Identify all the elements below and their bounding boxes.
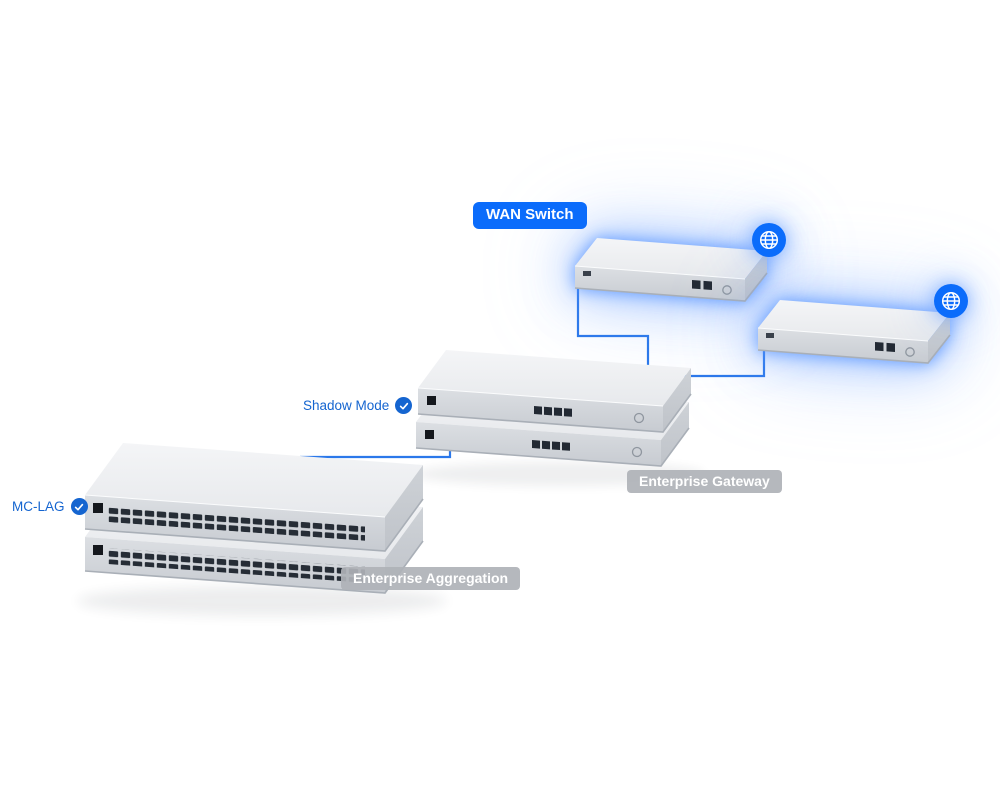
check-badge-icon xyxy=(395,397,413,414)
shadow-mode-annotation: Shadow Mode xyxy=(303,397,413,414)
link-gateway-aggregation xyxy=(300,451,452,459)
sfp-port-rows xyxy=(108,548,365,583)
enterprise-gateway-badge: Enterprise Gateway xyxy=(627,470,782,493)
chassis-top-highlight xyxy=(84,494,386,518)
chassis-right-face xyxy=(928,313,950,363)
aggregation-stack-shadow xyxy=(77,586,447,616)
chassis-bottom-edge xyxy=(757,334,951,364)
wan-switch-badge: WAN Switch xyxy=(473,202,587,229)
sfp-port-rows xyxy=(108,506,365,541)
ground-shadows xyxy=(77,462,705,616)
aggregation-1-device xyxy=(84,443,424,552)
chassis-top-face xyxy=(758,300,950,341)
chassis-right-face xyxy=(663,368,691,432)
chassis-top-highlight xyxy=(417,387,664,407)
chassis-top-highlight xyxy=(574,265,746,280)
brand-logo xyxy=(722,285,732,295)
brand-logo xyxy=(905,347,915,357)
console-port xyxy=(425,430,434,439)
chassis-bottom-edge xyxy=(84,498,424,552)
chassis-bottom-edge xyxy=(84,540,424,594)
lan-ports xyxy=(532,440,570,451)
chassis-top-face xyxy=(575,238,767,279)
chassis-front-face xyxy=(575,266,745,301)
ethernet-ports xyxy=(875,342,895,352)
status-display xyxy=(583,271,591,276)
gateway-1-device xyxy=(417,350,692,433)
chassis-top-face xyxy=(418,350,691,406)
chassis-right-face xyxy=(385,465,423,551)
globe-icon-1 xyxy=(752,223,786,257)
ethernet-ports xyxy=(692,280,712,290)
link-wan2-gateway xyxy=(666,346,766,378)
console-port xyxy=(427,396,436,405)
link-wan1-gateway xyxy=(576,285,650,372)
check-badge-icon xyxy=(70,498,88,515)
shadow-mode-label: Shadow Mode xyxy=(303,398,390,413)
console-port xyxy=(93,503,103,513)
wan-switch-1-device xyxy=(574,238,768,302)
chassis-right-face xyxy=(745,251,767,301)
brand-logo xyxy=(633,412,645,424)
chassis-top-face xyxy=(85,443,423,517)
status-display xyxy=(766,333,774,338)
lan-ports xyxy=(534,406,572,417)
console-port xyxy=(93,545,103,555)
wan-switch-2-device xyxy=(757,300,951,364)
brand-logo xyxy=(631,446,643,458)
chassis-bottom-edge xyxy=(574,272,768,302)
connector-lines xyxy=(300,285,766,459)
chassis-bottom-edge xyxy=(415,427,690,467)
chassis-front-face xyxy=(758,328,928,363)
globe-icon-2 xyxy=(934,284,968,318)
enterprise-aggregation-badge: Enterprise Aggregation xyxy=(341,567,521,590)
chassis-bottom-edge xyxy=(417,393,692,433)
mc-lag-label: MC-LAG xyxy=(12,499,65,514)
mc-lag-annotation: MC-LAG xyxy=(12,498,88,515)
chassis-right-face xyxy=(661,402,689,466)
chassis-top-highlight xyxy=(757,327,929,342)
